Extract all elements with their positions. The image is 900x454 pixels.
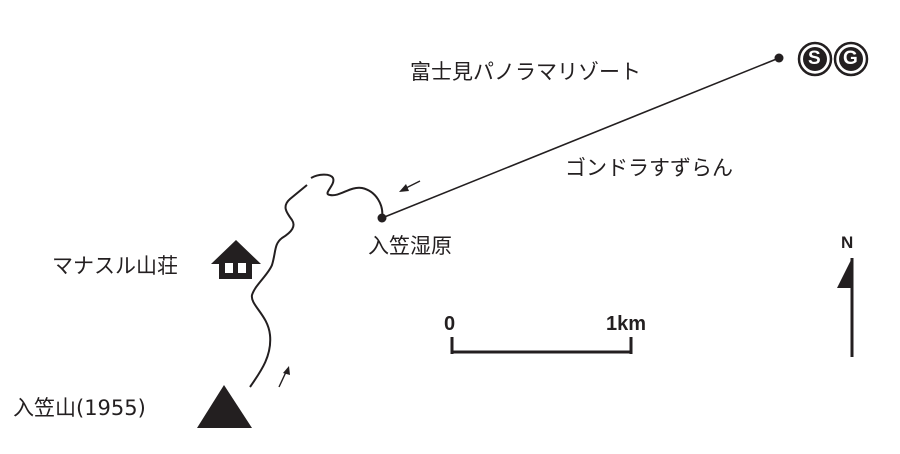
scale-zero-label: 0 [444,313,456,335]
direction-arrow-trail [278,366,290,388]
gondola-label: ゴンドラすずらん [565,156,733,180]
hut-label: マナスル山荘 [52,254,178,278]
scale-bar [450,337,633,354]
marsh-station-dot [377,213,387,223]
direction-arrow-gondola [399,180,421,192]
trail-path-upper [310,173,384,219]
summit-station-dot [774,53,784,63]
trail-path [249,184,308,388]
north-arrow-icon [837,258,854,357]
goal-letter: G [843,48,858,69]
resort-label: 富士見パノラマリゾート [410,60,641,84]
goal-icon [833,41,869,77]
marsh-label: 入笠湿原 [368,234,452,258]
start-icon [797,41,833,77]
start-letter: S [808,48,821,69]
hut-icon [211,240,261,279]
peak-icon [197,385,252,428]
north-label: N [841,233,854,252]
scale-end-label: 1km [606,313,647,335]
gondola-line [381,57,780,219]
peak-label: 入笠山(1955) [13,396,146,420]
